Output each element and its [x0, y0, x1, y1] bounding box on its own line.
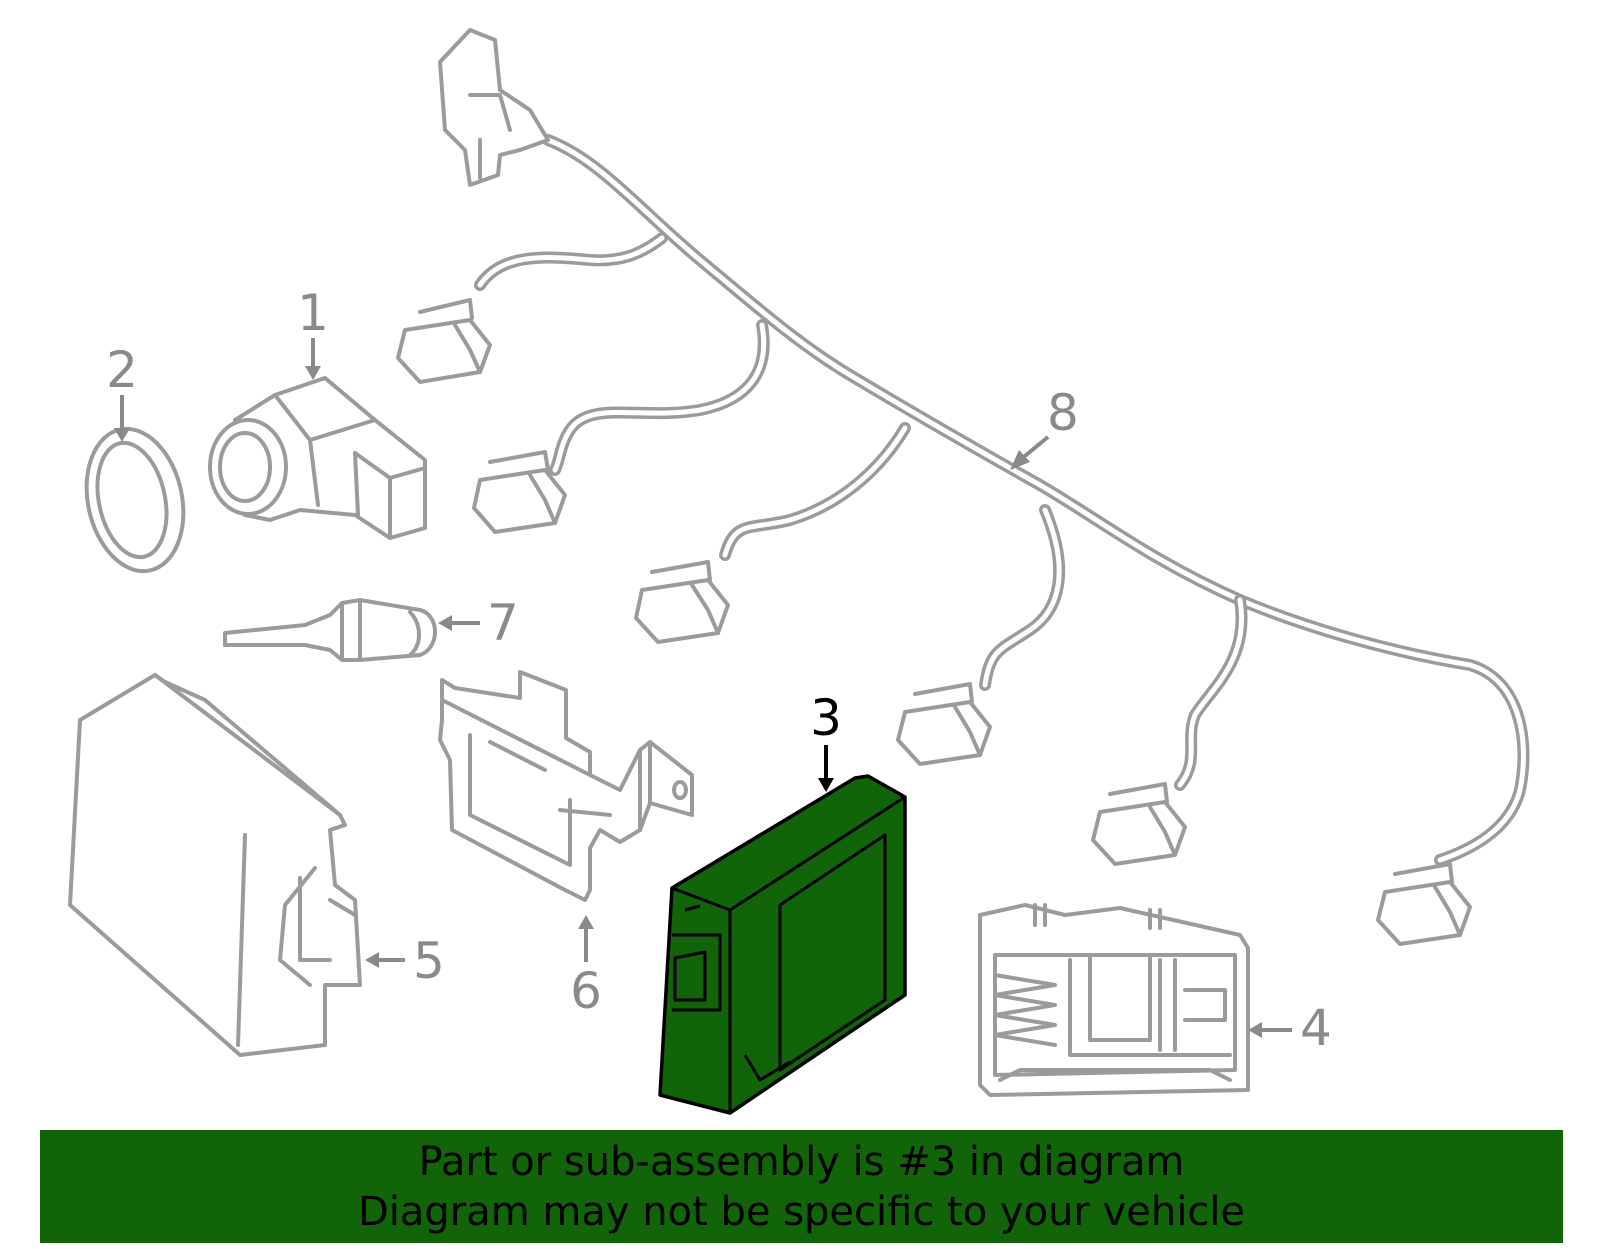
svg-text:7: 7 [487, 594, 519, 652]
seal-ring-part-2[interactable] [74, 420, 196, 580]
bulb-part-7[interactable] [223, 598, 437, 662]
callout-6: 6 [570, 915, 602, 1020]
callout-8: 8 [1010, 384, 1079, 470]
banner-line-disclaimer: Diagram may not be specific to your vehi… [357, 1188, 1246, 1235]
svg-text:3: 3 [810, 689, 842, 747]
callout-5: 5 [365, 932, 445, 990]
callout-7: 7 [438, 594, 519, 652]
bracket-part-6[interactable] [438, 670, 694, 902]
svg-text:4: 4 [1300, 999, 1332, 1057]
info-banner: Part or sub-assembly is #3 in diagram Di… [40, 1130, 1563, 1243]
svg-text:2: 2 [106, 341, 138, 399]
svg-text:1: 1 [297, 284, 329, 342]
svg-text:6: 6 [570, 962, 602, 1020]
callout-3: 3 [810, 689, 842, 792]
banner-line-part-number: Part or sub-assembly is #3 in diagram [418, 1138, 1185, 1185]
callout-2: 2 [106, 341, 138, 442]
connector-module-part-4[interactable] [978, 903, 1250, 1097]
svg-text:5: 5 [413, 932, 445, 990]
svg-text:8: 8 [1047, 384, 1079, 442]
wiring-harness-part-8[interactable] [396, 28, 1530, 946]
control-module-part-3[interactable] [658, 774, 907, 1115]
callout-4: 4 [1248, 999, 1332, 1057]
callout-1: 1 [297, 284, 329, 380]
parking-sensor-part-1[interactable] [208, 376, 427, 540]
module-housing-part-5[interactable] [68, 673, 362, 1057]
